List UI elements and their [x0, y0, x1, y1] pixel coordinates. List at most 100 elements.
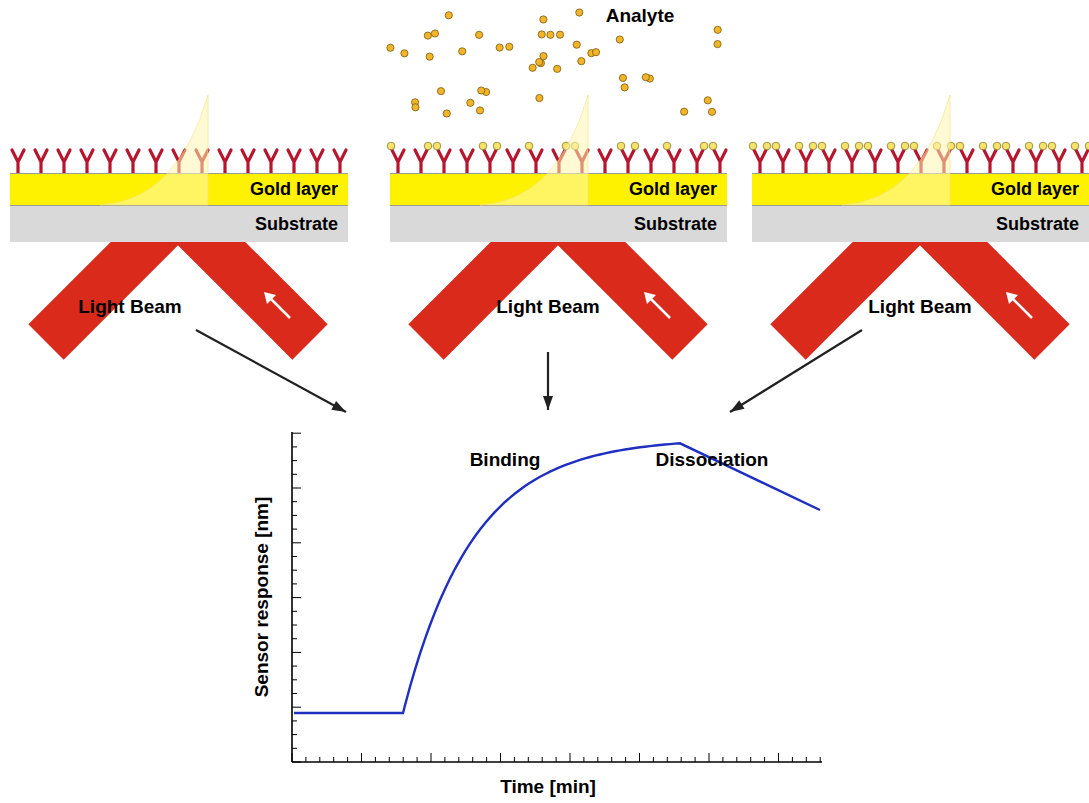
antibody: [892, 150, 904, 173]
bound-analyte: [947, 142, 955, 150]
bound-analyte: [841, 142, 849, 150]
bound-analyte: [663, 142, 671, 150]
y-tick: [292, 611, 297, 612]
axis-title: Time [min]: [500, 776, 596, 798]
layer-label: Substrate: [996, 214, 1079, 235]
analyte-particle: [619, 74, 626, 81]
bound-analyte: [910, 142, 918, 150]
x-tick: [305, 757, 306, 762]
bound-analyte: [562, 142, 570, 150]
antibody: [938, 150, 950, 173]
antibody: [691, 150, 703, 173]
analyte-particle: [459, 48, 466, 55]
antibody: [265, 150, 277, 173]
analyte-particle: [704, 97, 711, 104]
analyte-particle: [476, 107, 483, 114]
antibody: [645, 150, 657, 173]
x-tick: [389, 757, 390, 762]
antibody: [392, 150, 404, 173]
x-tick: [792, 757, 793, 762]
x-tick: [653, 757, 654, 762]
y-tick: [292, 734, 297, 735]
bound-analyte: [749, 142, 757, 150]
antibody: [288, 150, 300, 173]
y-tick: [292, 542, 301, 543]
antibody: [622, 150, 634, 173]
antibody: [714, 150, 726, 173]
x-tick: [347, 757, 348, 762]
y-tick: [292, 748, 297, 749]
analyte-particle: [714, 41, 721, 48]
antibody: [777, 150, 789, 173]
analyte-particle: [431, 30, 438, 37]
bound-analyte: [387, 142, 395, 150]
bound-analyte: [617, 142, 625, 150]
analyte-particle: [642, 74, 649, 81]
x-tick: [444, 757, 445, 762]
x-tick: [486, 757, 487, 762]
x-tick: [611, 757, 612, 762]
beam-direction-arrow: [270, 298, 290, 318]
antibody: [35, 150, 47, 173]
antibody: [1053, 150, 1065, 173]
phase-label: Dissociation: [656, 449, 769, 471]
antibody: [800, 150, 812, 173]
antibody: [754, 150, 766, 173]
antibody: [12, 150, 24, 173]
antibody: [438, 150, 450, 173]
layer-label: Gold layer: [250, 179, 338, 200]
antibody: [984, 150, 996, 173]
analyte-particle: [496, 44, 503, 51]
bound-analyte: [933, 142, 941, 150]
antibody: [196, 150, 208, 173]
antibody: [127, 150, 139, 173]
x-tick: [778, 753, 779, 762]
beam-direction-arrow: [650, 298, 670, 318]
x-tick: [709, 753, 710, 762]
x-tick: [375, 757, 376, 762]
x-axis: [292, 761, 822, 763]
antibody: [104, 150, 116, 173]
analyte-particle: [708, 108, 715, 115]
y-tick: [292, 556, 297, 557]
light-beam-label: Light Beam: [78, 296, 181, 318]
y-tick: [292, 666, 297, 667]
substrate-layer: Substrate: [10, 205, 348, 242]
evanescent-field: [842, 95, 950, 205]
x-tick: [570, 753, 571, 762]
layer-label: Gold layer: [629, 179, 717, 200]
antibody: [415, 150, 427, 173]
analyte-label: Analyte: [606, 5, 675, 27]
x-tick: [403, 757, 404, 762]
analyte-particle: [547, 31, 554, 38]
antibody: [219, 150, 231, 173]
y-tick: [292, 762, 301, 763]
bound-analyte: [1071, 142, 1079, 150]
x-tick: [695, 757, 696, 762]
x-tick: [528, 757, 529, 762]
antibody: [553, 150, 565, 173]
analyte-particle: [478, 87, 485, 94]
antibody: [173, 150, 185, 173]
x-tick: [556, 757, 557, 762]
analyte-particle: [540, 53, 547, 60]
layer-label: Substrate: [255, 214, 338, 235]
gold-layer: Gold layer: [10, 173, 348, 205]
y-tick: [292, 474, 297, 475]
bound-analyte: [901, 142, 909, 150]
sensorgram-curve: [294, 443, 820, 713]
x-tick: [542, 757, 543, 762]
x-tick: [625, 757, 626, 762]
leader-arrow: [196, 330, 346, 412]
x-tick: [583, 757, 584, 762]
bound-analyte: [424, 142, 432, 150]
light-beam-label: Light Beam: [868, 296, 971, 318]
antibody: [668, 150, 680, 173]
analyte-particle: [681, 108, 688, 115]
analyte-particle: [616, 36, 623, 43]
evanescent-field: [480, 95, 588, 205]
antibody: [576, 150, 588, 173]
beam-direction-arrowhead: [644, 292, 656, 304]
x-tick: [292, 753, 293, 762]
